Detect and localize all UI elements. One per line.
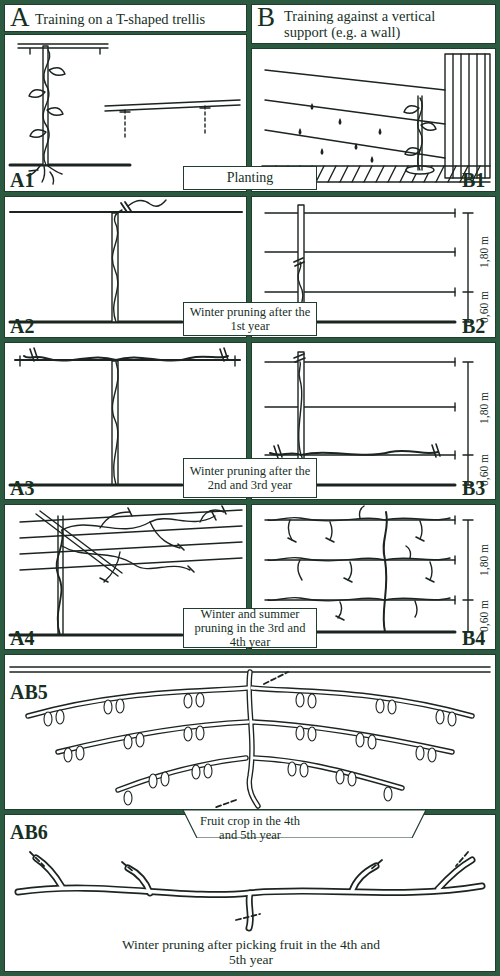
caption-text: Winter and summer pruning in the 3rd and… [184,609,316,647]
dimension-label: 0,60 m [478,454,490,486]
illustration-panel: AB5 [4,654,496,810]
caption-text: Winter pruning after the 2nd and 3rd yea… [184,459,316,497]
caption-box: Winter and summer pruning in the 3rd and… [183,608,317,648]
dimension-label: 0,60 m [478,291,490,323]
caption-text: Planting [184,167,316,189]
heading-letter: A [10,2,30,32]
heading-box: B Training against a vertical support (e.… [251,4,496,44]
dimension-label: 0,60 m [478,600,490,632]
panel-label: A3 [10,477,34,499]
caption-box: Winter pruning after the 2nd and 3rd yea… [183,458,317,498]
panel-label: AB6 [10,821,48,843]
dimension-label: 1,80 m [478,392,490,424]
caption-tab: Fruit crop in the 4th and 5th year [183,810,317,858]
heading-letter: B [257,2,275,32]
caption-box: Winter pruning after the 1st year [183,302,317,336]
panel-label: AB5 [10,681,48,703]
caption-text: Fruit crop in the 4th and 5th year [183,810,317,858]
panel-label: B1 [462,169,485,191]
panel-label: A4 [10,627,34,649]
dimension-label: 1,80 m [478,236,490,268]
dimension-label: 1,80 m [478,544,490,576]
panel-label: A2 [10,315,34,337]
heading-box: A Training on a T-shaped trellis [4,4,247,32]
caption-text: Winter pruning after the 1st year [184,303,316,335]
heading-text: Training against a vertical support (e.g… [284,8,464,40]
panel-label: A1 [10,169,34,191]
caption-box: Planting [183,166,317,190]
heading-text: Training on a T-shaped trellis [35,11,240,27]
caption-text: Winter pruning after picking fruit in th… [115,937,387,967]
